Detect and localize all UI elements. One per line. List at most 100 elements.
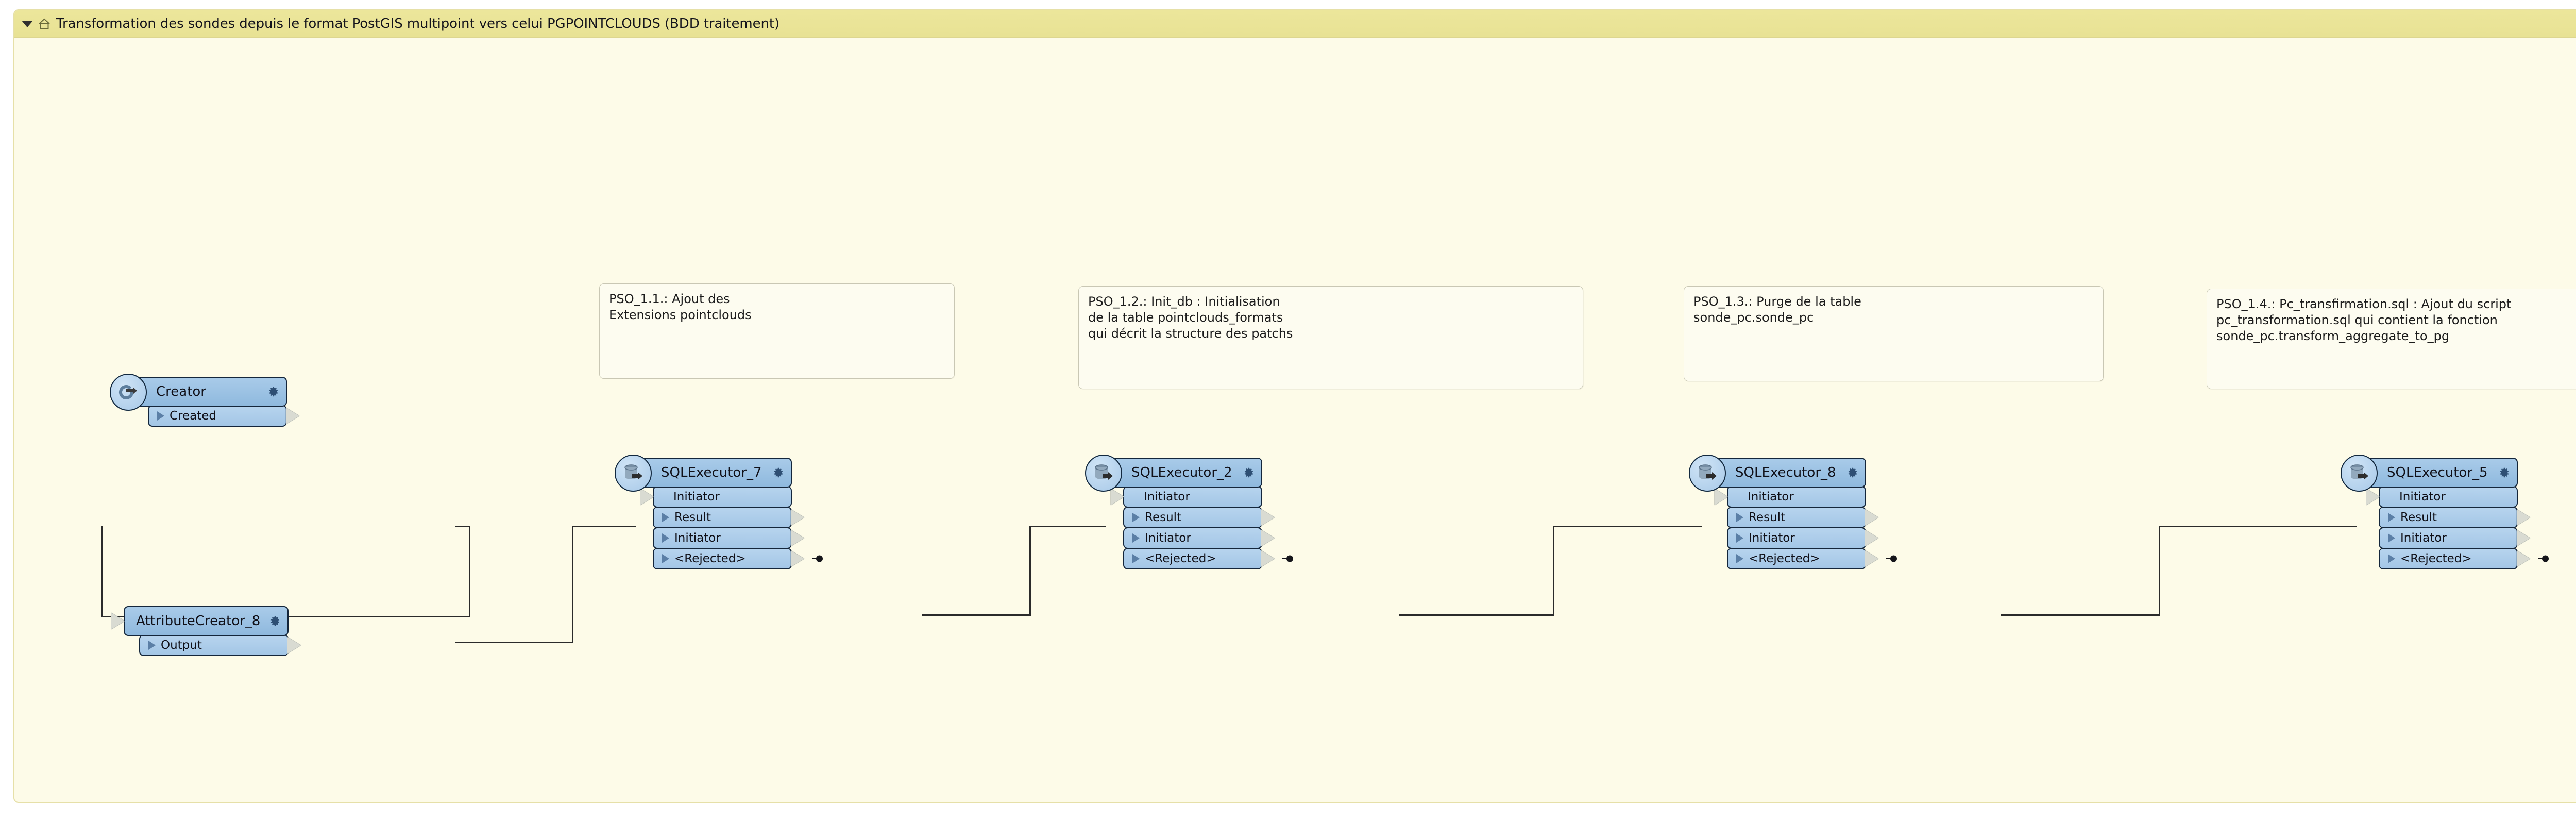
- output-arrow-icon: [286, 408, 299, 424]
- output-arrow-icon: [1865, 509, 1878, 526]
- triangle-right-icon: [662, 554, 669, 563]
- rejected-endpoint-dot: [1286, 555, 1293, 562]
- node-title: SQLExecutor_7: [661, 465, 762, 480]
- port-label: Result: [1749, 511, 1786, 524]
- port-stack-creator: Created: [148, 405, 299, 427]
- node-title: SQLExecutor_5: [2387, 465, 2488, 480]
- port-label: Created: [170, 409, 217, 423]
- triangle-right-icon: [1132, 533, 1140, 543]
- port-label: Output: [161, 639, 202, 652]
- bookmark-title: Transformation des sondes depuis le form…: [56, 16, 780, 31]
- port-result[interactable]: Result: [653, 507, 804, 528]
- wire-segment: [101, 526, 103, 617]
- annotation-note-pso-1-1[interactable]: PSO_1.1.: Ajout des Extensions pointclou…: [599, 283, 955, 379]
- node-header-sqlexecutor-7[interactable]: SQLExecutor_7: [637, 458, 792, 488]
- gear-icon[interactable]: [2497, 466, 2511, 479]
- port-result[interactable]: Result: [2379, 507, 2530, 528]
- triangle-right-icon: [2388, 533, 2395, 543]
- port-initiator-input[interactable]: Initiator: [2366, 486, 2518, 508]
- database-arrow-icon: [1085, 455, 1122, 492]
- annotation-note-pso-1-3[interactable]: PSO_1.3.: Purge de la table sonde_pc.son…: [1684, 286, 2104, 381]
- wire-segment: [2001, 614, 2160, 616]
- triangle-right-icon: [1736, 513, 1743, 522]
- node-header-sqlexecutor-8[interactable]: SQLExecutor_8: [1711, 458, 1866, 488]
- port-label: Initiator: [674, 531, 721, 545]
- wire-segment: [1029, 526, 1106, 527]
- output-arrow-icon: [2517, 509, 2530, 526]
- port-label: Initiator: [2399, 490, 2446, 504]
- gear-icon[interactable]: [771, 466, 785, 479]
- port-created[interactable]: Created: [148, 405, 299, 427]
- port-rejected[interactable]: <Rejected>: [1727, 548, 1897, 569]
- wire-segment: [1553, 526, 1702, 527]
- port-result[interactable]: Result: [1123, 507, 1275, 528]
- triangle-down-icon[interactable]: [22, 20, 33, 27]
- port-stack-sqlexecutor-8: Initiator Result Initiator <Rejected>: [1715, 486, 1897, 569]
- port-initiator-input[interactable]: Initiator: [640, 486, 792, 508]
- input-arrow-icon: [1111, 489, 1124, 505]
- triangle-right-icon: [662, 533, 669, 543]
- rejected-endpoint-dot: [816, 555, 823, 562]
- output-arrow-icon: [2517, 530, 2530, 546]
- port-output[interactable]: Output: [139, 634, 301, 656]
- annotation-note-pso-1-2[interactable]: PSO_1.2.: Init_db : Initialisation de la…: [1078, 286, 1583, 389]
- gear-icon[interactable]: [1845, 466, 1859, 479]
- output-arrow-icon: [791, 509, 804, 526]
- gear-icon[interactable]: [266, 385, 280, 398]
- output-arrow-icon: [287, 637, 301, 654]
- input-arrow-icon: [111, 613, 125, 629]
- port-label: <Rejected>: [1749, 552, 1820, 565]
- port-result[interactable]: Result: [1727, 507, 1878, 528]
- port-initiator-output[interactable]: Initiator: [1123, 527, 1275, 549]
- triangle-right-icon: [2388, 554, 2395, 563]
- port-initiator-input[interactable]: Initiator: [1715, 486, 1866, 508]
- port-label: Result: [2400, 511, 2437, 524]
- bookmark-container[interactable]: Transformation des sondes depuis le form…: [13, 9, 2576, 803]
- bookmark-header[interactable]: Transformation des sondes depuis le form…: [14, 10, 2576, 38]
- gear-icon[interactable]: [1242, 466, 1255, 479]
- port-label: Initiator: [1749, 531, 1795, 545]
- output-arrow-icon: [2517, 550, 2530, 567]
- triangle-right-icon: [157, 411, 164, 421]
- wire-segment: [572, 526, 636, 527]
- port-rejected[interactable]: <Rejected>: [1123, 548, 1293, 569]
- output-arrow-icon: [1261, 550, 1275, 567]
- port-rejected[interactable]: <Rejected>: [653, 548, 823, 569]
- node-header-attributecreator-8[interactable]: AttributeCreator_8: [111, 606, 289, 636]
- wire-segment: [1029, 526, 1031, 616]
- bookmark-house-icon: [39, 18, 50, 29]
- port-initiator-output[interactable]: Initiator: [653, 527, 804, 549]
- database-arrow-icon: [615, 455, 652, 492]
- annotation-note-pso-1-4[interactable]: PSO_1.4.: Pc_transfirmation.sql : Ajout …: [2207, 289, 2576, 389]
- wire-segment: [922, 614, 1030, 616]
- database-arrow-icon: [2341, 455, 2378, 492]
- triangle-right-icon: [1736, 533, 1743, 543]
- port-rejected[interactable]: <Rejected>: [2379, 548, 2549, 569]
- node-title: Creator: [156, 384, 206, 399]
- output-arrow-icon: [1261, 509, 1275, 526]
- node-title: AttributeCreator_8: [136, 613, 261, 629]
- node-header-sqlexecutor-5[interactable]: SQLExecutor_5: [2363, 458, 2518, 488]
- input-arrow-icon: [1715, 489, 1728, 505]
- port-initiator-output[interactable]: Initiator: [2379, 527, 2530, 549]
- wire-segment: [455, 526, 470, 527]
- port-stack-sqlexecutor-5: Initiator Result Initiator <Rejected>: [2366, 486, 2549, 569]
- rejected-endpoint-dot: [2542, 555, 2549, 562]
- output-arrow-icon: [1865, 550, 1878, 567]
- port-label: Result: [674, 511, 711, 524]
- port-label: Result: [1145, 511, 1182, 524]
- input-arrow-icon: [640, 489, 654, 505]
- port-label: <Rejected>: [1145, 552, 1216, 565]
- node-header-creator[interactable]: Creator: [132, 377, 287, 407]
- port-label: <Rejected>: [2400, 552, 2472, 565]
- node-header-sqlexecutor-2[interactable]: SQLExecutor_2: [1108, 458, 1262, 488]
- port-label: Initiator: [1144, 490, 1190, 504]
- wire-segment: [2159, 526, 2357, 527]
- gear-icon[interactable]: [268, 614, 281, 628]
- node-title: SQLExecutor_8: [1735, 465, 1836, 480]
- triangle-right-icon: [1132, 513, 1140, 522]
- wire-segment: [2159, 526, 2160, 616]
- port-initiator-output[interactable]: Initiator: [1727, 527, 1878, 549]
- port-initiator-input[interactable]: Initiator: [1111, 486, 1262, 508]
- wire-segment: [469, 526, 470, 617]
